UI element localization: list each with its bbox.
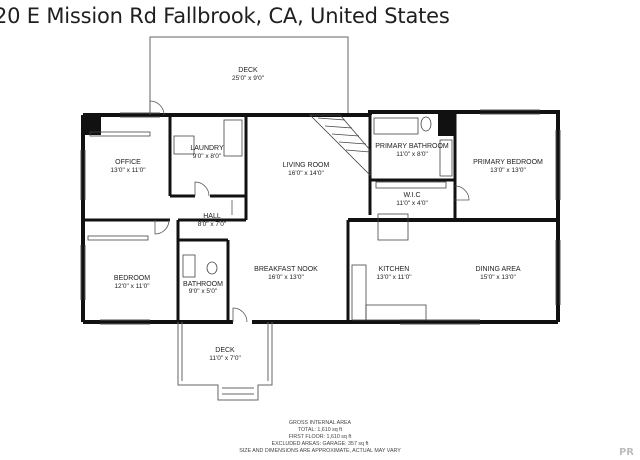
breakfast-nook-dims: 16'0" x 13'0" [268,274,304,281]
bedroom-dims: 12'0" x 11'0" [114,283,150,290]
office-name: OFFICE [115,159,141,166]
dining-area-dims: 15'0" x 13'0" [480,274,516,281]
dining-area-name: DINING AREA [475,266,520,273]
interior-walls [83,112,457,322]
living-room-dims: 16'0" x 14'0" [288,170,324,177]
bathroom-dims: 9'0" x 5'0" [189,288,218,295]
bathroom-name: BATHROOM [183,281,223,288]
area-note-first-floor: FIRST FLOOR: 1,610 sq ft [289,434,352,440]
area-note-heading: GROSS INTERNAL AREA [289,420,352,426]
listing-address-title: 20 E Mission Rd Fallbrook, CA, United St… [0,4,450,28]
laundry-dims: 9'0" x 8'0" [193,153,222,160]
deck-top-dims: 25'0" x 9'0" [232,75,265,82]
doors [149,100,470,323]
wall-blocks [83,112,456,136]
hall-dims: 8'0" x 7'0" [198,221,227,228]
deck-bottom-name: DECK [215,347,235,354]
area-note-total: TOTAL: 1,610 sq ft [298,427,343,433]
breakfast-nook-name: BREAKFAST NOOK [254,266,318,273]
area-note-excluded: EXCLUDED AREAS: GARAGE: 357 sq ft [272,441,369,447]
office-dims: 13'0" x 11'0" [110,167,146,174]
deck-top-name: DECK [238,67,258,74]
windows [80,109,561,325]
wic-name: W.I.C [403,192,420,199]
watermark-logo: PR [618,447,634,458]
laundry-name: LAUNDRY [190,145,224,152]
living-room-name: LIVING ROOM [283,162,330,169]
deck-bottom-dims: 11'0" x 7'0" [209,355,241,362]
exterior-walls [81,110,560,324]
fixtures [87,116,453,321]
primary-bedroom-name: PRIMARY BEDROOM [473,159,543,166]
area-note-disclaimer: SIZE AND DIMENSIONS ARE APPROXIMATE, ACT… [239,448,401,454]
kitchen-dims: 13'0" x 11'0" [376,274,412,281]
deck-bottom-outline [177,322,273,401]
primary-bedroom-dims: 13'0" x 13'0" [490,167,526,174]
wic-dims: 11'0" x 4'0" [396,200,428,207]
primary-bathroom-name: PRIMARY BATHROOM [375,143,449,150]
stairs [309,114,371,176]
bedroom-name: BEDROOM [114,275,150,282]
kitchen-name: KITCHEN [379,266,410,273]
hall-name: HALL [203,213,221,220]
primary-bathroom-dims: 11'0" x 8'0" [396,151,428,158]
